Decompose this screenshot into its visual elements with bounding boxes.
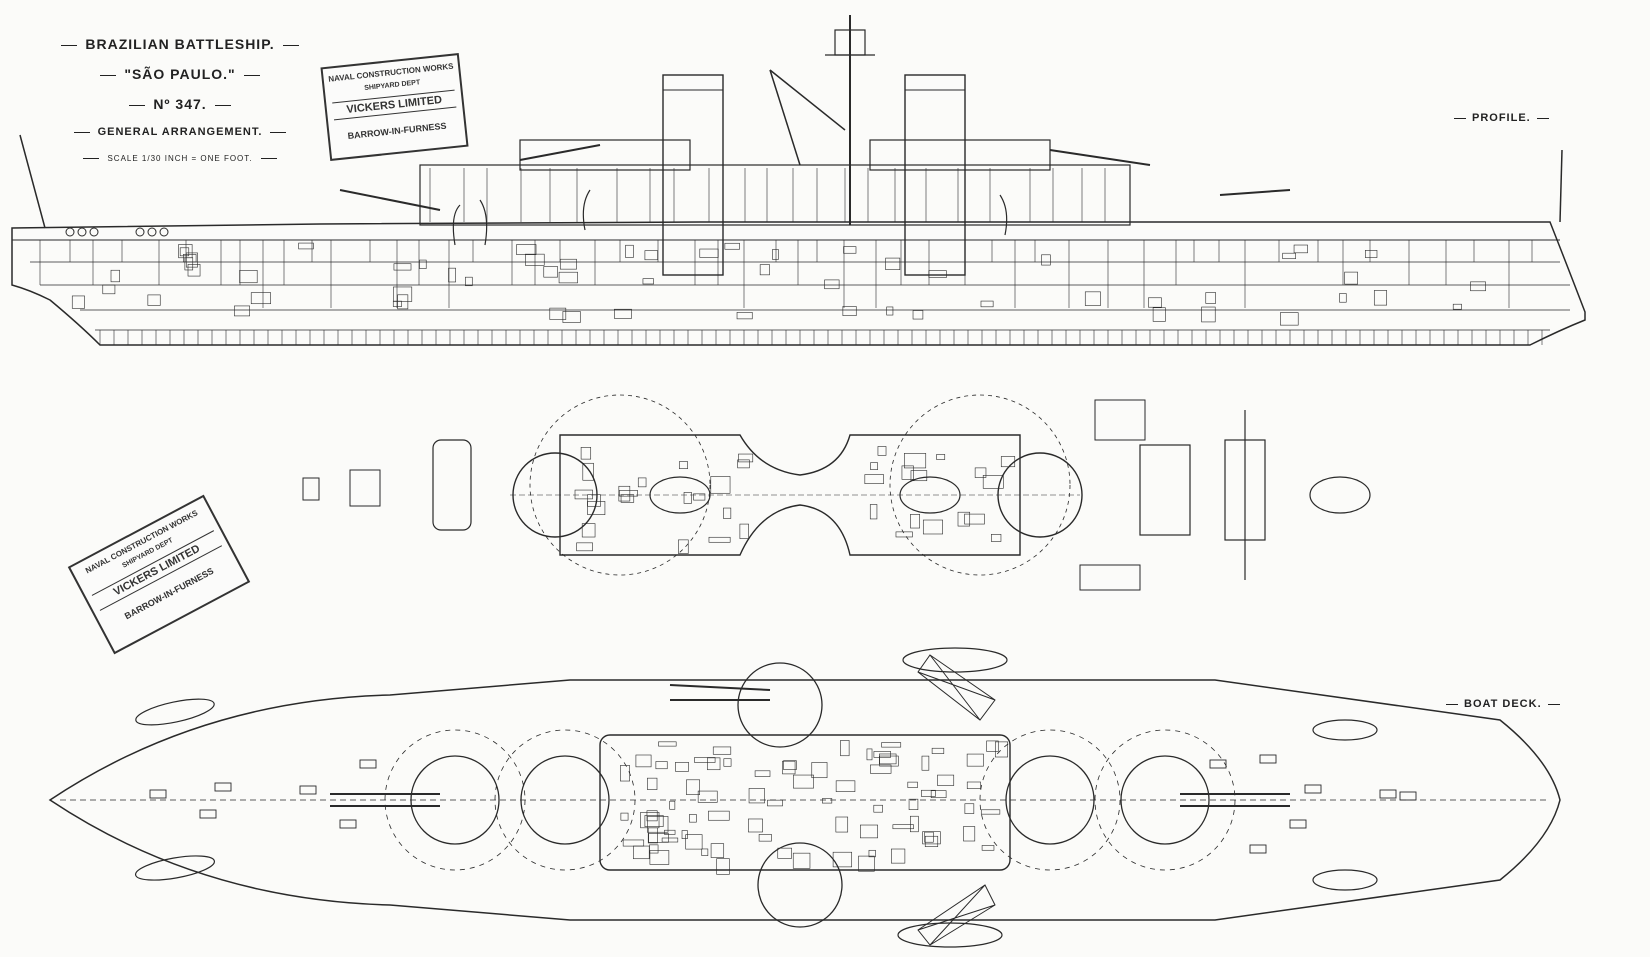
scale-note: SCALE 1/30 INCH = ONE FOOT. <box>107 154 253 163</box>
ship-name-title: "SÃO PAULO." <box>124 66 236 82</box>
profile-view <box>11 15 1586 346</box>
ship-type-title: BRAZILIAN BATTLESHIP. <box>85 36 275 52</box>
boat-deck-label: BOAT DECK. <box>1440 698 1566 710</box>
yard-number: Nº 347. <box>153 96 207 112</box>
profile-label: PROFILE. <box>1448 112 1555 124</box>
vickers-stamp-top: NAVAL CONSTRUCTION WORKS SHIPYARD DEPT V… <box>320 52 469 162</box>
deck-plan-view <box>302 394 1371 591</box>
drawing-subtitle: GENERAL ARRANGEMENT. <box>97 126 263 138</box>
boat-deck-view <box>48 647 1561 948</box>
